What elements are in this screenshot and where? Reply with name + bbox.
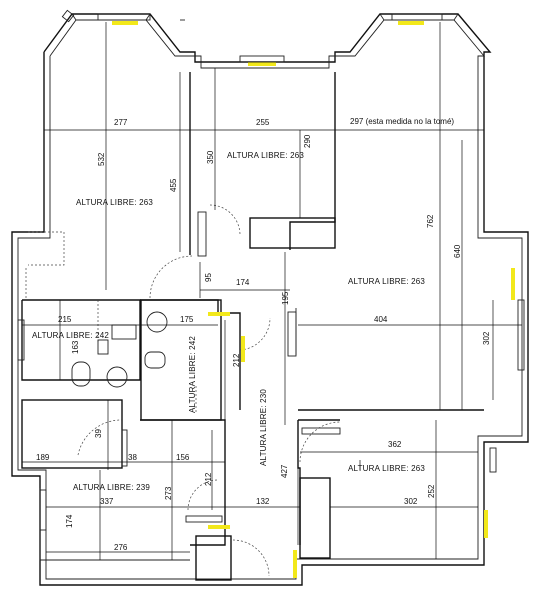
dim-label: 174 xyxy=(236,278,250,287)
window-frame xyxy=(239,55,285,63)
dim-label: 273 xyxy=(164,486,173,500)
room-label-center: ALTURA LIBRE: 263 xyxy=(227,151,304,160)
dim-label: 215 xyxy=(58,315,72,324)
door-swing xyxy=(149,255,193,299)
room-label-bathroom-b: ALTURA LIBRE: 242 xyxy=(188,336,197,413)
dim-label: 195 xyxy=(281,291,290,305)
room-label-bedroom-sw: ALTURA LIBRE: 239 xyxy=(73,483,150,492)
bay-corner xyxy=(145,13,151,21)
door-leaf xyxy=(301,427,341,435)
bay-corner xyxy=(453,13,459,21)
dim-label: 362 xyxy=(388,440,402,449)
dim-label: 302 xyxy=(404,497,418,506)
door-leaf xyxy=(197,211,207,257)
room-label-bedroom-se: ALTURA LIBRE: 263 xyxy=(348,464,425,473)
wall-center-east xyxy=(289,72,336,250)
dim-label: 156 xyxy=(176,453,190,462)
dim-label: 762 xyxy=(426,214,435,228)
dim-label: 640 xyxy=(453,244,462,258)
sink-icon xyxy=(106,366,128,388)
dim-label: 174 xyxy=(65,514,74,528)
window-marker xyxy=(241,336,245,362)
door-swing xyxy=(187,479,219,511)
door-leaf xyxy=(287,311,297,357)
dim-label: 255 xyxy=(256,118,270,127)
dim-label: 337 xyxy=(100,497,114,506)
room-labels: ALTURA LIBRE: 263 ALTURA LIBRE: 263 ALTU… xyxy=(32,151,425,492)
door-swing xyxy=(239,317,271,351)
dim-label: 163 xyxy=(71,340,80,354)
utility-box xyxy=(195,535,232,581)
dim-label: 175 xyxy=(180,315,194,324)
room-label-living-ne: ALTURA LIBRE: 263 xyxy=(348,277,425,286)
window-highlights xyxy=(112,21,515,578)
radiator-icon xyxy=(121,429,128,467)
dim-label: 132 xyxy=(256,497,270,506)
dim-label: 290 xyxy=(303,134,312,148)
toilet-icon xyxy=(71,361,91,387)
dim-label: 404 xyxy=(374,315,388,324)
window-frame xyxy=(391,13,443,21)
room-label-bathroom-a: ALTURA LIBRE: 242 xyxy=(32,331,109,340)
dim-label: 252 xyxy=(427,484,436,498)
bidet-icon xyxy=(97,339,109,355)
bathroom-fixtures xyxy=(71,211,341,523)
inner-wall-outline xyxy=(17,19,523,580)
toilet-icon xyxy=(144,351,166,369)
window-marker xyxy=(208,525,230,529)
window-marker xyxy=(484,510,488,538)
door-leaf xyxy=(185,515,223,523)
sink-icon xyxy=(146,311,168,333)
bathroom-a xyxy=(21,299,141,381)
window-frame xyxy=(97,13,151,21)
shower-tray-icon xyxy=(111,324,137,340)
dim-label: 297 (esta medida no la tomé) xyxy=(350,117,454,126)
dim-label: 455 xyxy=(169,178,178,192)
window-frame xyxy=(517,299,525,371)
room-label-living-nw: ALTURA LIBRE: 263 xyxy=(76,198,153,207)
dim-label: 39 xyxy=(94,429,103,438)
window-frame xyxy=(61,9,75,23)
window-frames xyxy=(17,9,525,531)
dim-label: 212 xyxy=(232,353,241,367)
dimension-lines xyxy=(22,22,522,560)
dim-label: 95 xyxy=(204,273,213,282)
dim-label: 277 xyxy=(114,118,128,127)
dashed-partitions xyxy=(25,231,197,414)
door-swing xyxy=(209,204,241,236)
door-swing xyxy=(232,539,270,577)
window-frame xyxy=(39,489,47,531)
window-marker xyxy=(293,550,297,578)
window-marker xyxy=(511,268,515,300)
room-label-hall: ALTURA LIBRE: 230 xyxy=(259,389,268,466)
dim-label: 302 xyxy=(482,331,491,345)
window-marker xyxy=(248,62,276,66)
window-frame xyxy=(489,447,497,473)
window-marker xyxy=(208,312,230,316)
bay-corner xyxy=(379,13,385,21)
dimension-labels: 277 255 297 (esta medida no la tomé) 532… xyxy=(36,117,491,552)
dim-label: 276 xyxy=(114,543,128,552)
wall-hall-south xyxy=(140,419,226,546)
dim-label: 212 xyxy=(204,472,213,486)
window-marker xyxy=(398,21,424,25)
dim-label: 532 xyxy=(97,152,106,166)
dim-label: 350 xyxy=(206,150,215,164)
dim-label: 189 xyxy=(36,453,50,462)
dim-label: 38 xyxy=(128,453,137,462)
window-frame xyxy=(17,319,25,361)
window-marker xyxy=(112,21,138,25)
kitchen-counter xyxy=(249,217,336,249)
dashed-partition xyxy=(28,231,65,266)
closet-se xyxy=(299,477,331,559)
dim-label: 427 xyxy=(280,464,289,478)
